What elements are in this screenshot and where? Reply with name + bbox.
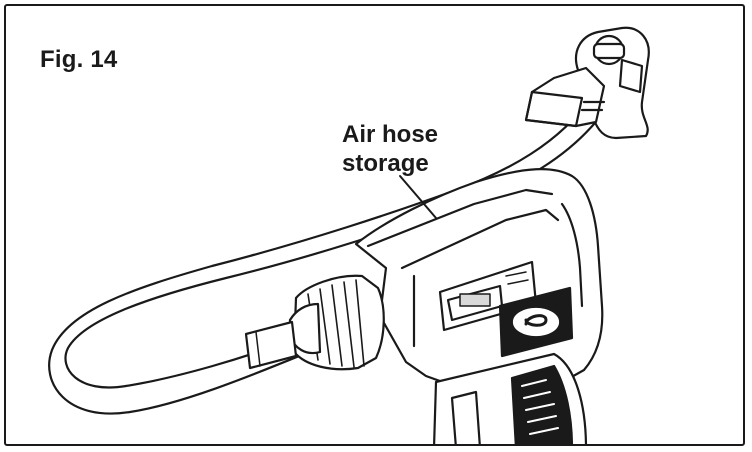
inflator-body [354, 168, 604, 396]
inflator-handle [433, 352, 588, 444]
figure-frame: Fig. 14 Air hose storage [4, 4, 745, 446]
figure-label: Fig. 14 [40, 46, 118, 73]
callout-leader-line [399, 175, 437, 219]
nozzle-connector [524, 26, 650, 140]
callout-line-1: Air hose [342, 121, 439, 148]
hose-collar [244, 274, 385, 371]
air-hose-storage-callout: Air hose storage [342, 120, 438, 178]
air-inflator-illustration [48, 26, 650, 444]
callout-line-2: storage [342, 150, 429, 177]
brand-logo-icon [512, 307, 560, 337]
